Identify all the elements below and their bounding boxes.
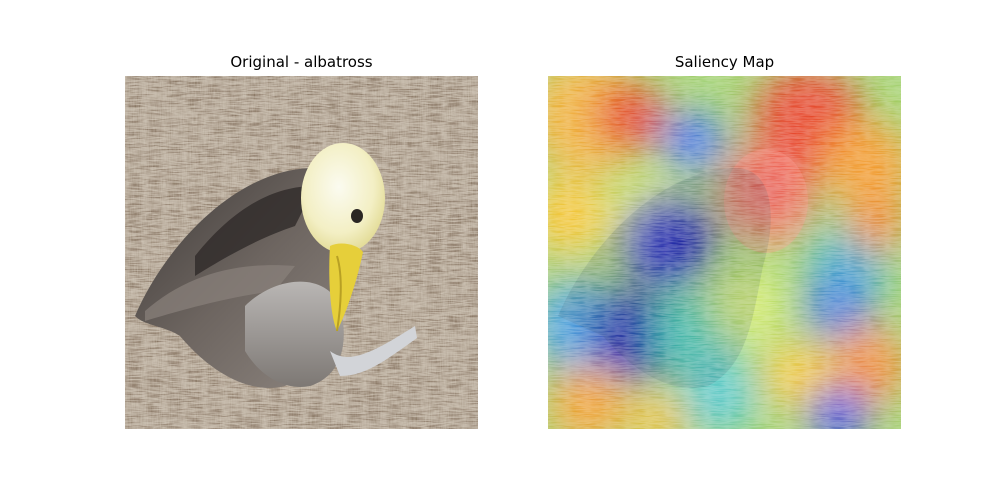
original-image [125,76,478,429]
original-image-title: Original - albatross [230,53,373,71]
saliency-map-image [548,76,901,429]
saliency-map-title: Saliency Map [674,53,775,71]
